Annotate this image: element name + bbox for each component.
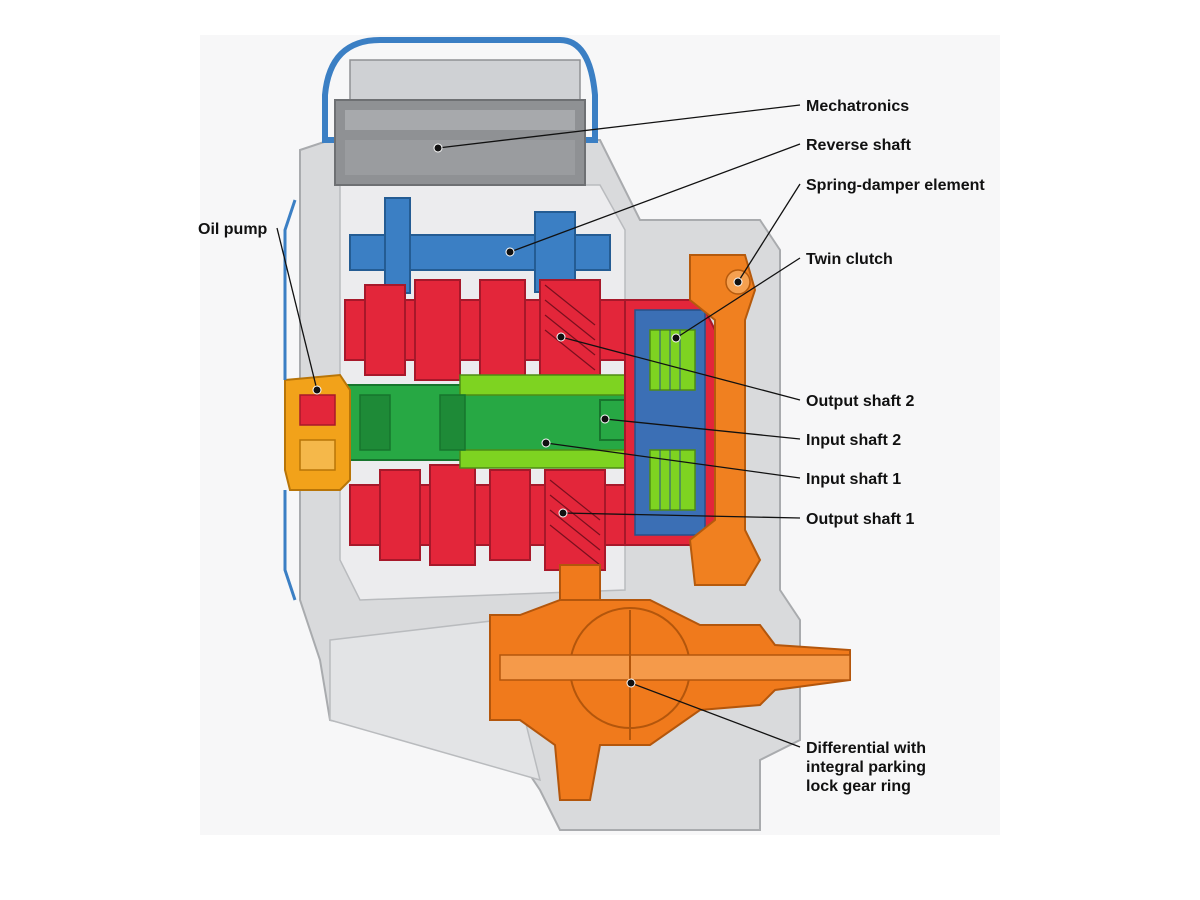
oil-pump [283, 199, 351, 601]
output-shaft-1 [349, 464, 636, 571]
leader-oil-pump [276, 227, 318, 391]
output-shaft-2 [344, 279, 626, 381]
dot-output-shaft-2 [556, 332, 566, 342]
dot-spring-damper [733, 277, 743, 287]
callout-labels: Mechatronics Reverse shaft Spring-damper… [198, 98, 985, 795]
label-oil-pump: Oil pump [198, 221, 268, 238]
differential [489, 564, 851, 801]
leader-lines [276, 104, 801, 748]
label-reverse-shaft: Reverse shaft [806, 137, 912, 154]
dot-input-shaft-1 [541, 438, 551, 448]
leader-differential [630, 682, 801, 748]
label-spring-damper: Spring-damper element [806, 177, 985, 194]
reverse-shaft [349, 197, 611, 294]
mechatronics-unit [322, 37, 598, 186]
label-mechatronics: Mechatronics [806, 98, 909, 115]
label-input-shaft-2: Input shaft 2 [806, 432, 901, 449]
dot-differential [626, 678, 636, 688]
mechatronics-valve-body [349, 59, 581, 106]
label-differential-line-2: integral parking [806, 759, 926, 776]
mechatronics-cover [322, 37, 598, 143]
leader-reverse-shaft [509, 143, 801, 253]
dot-oil-pump [312, 385, 322, 395]
dot-twin-clutch [671, 333, 681, 343]
label-twin-clutch: Twin clutch [806, 251, 893, 268]
label-input-shaft-1: Input shaft 1 [806, 471, 901, 488]
leader-output-shaft-2 [560, 336, 801, 401]
label-differential-line-3: lock gear ring [806, 778, 911, 795]
label-differential-line-1: Differential with [806, 740, 926, 757]
dot-input-shaft-2 [600, 414, 610, 424]
dot-mechatronics [433, 143, 443, 153]
dot-reverse-shaft [505, 247, 515, 257]
leader-dots [312, 143, 743, 688]
leader-spring-damper [737, 183, 801, 283]
leader-input-shaft-2 [604, 418, 801, 440]
dot-output-shaft-1 [558, 508, 568, 518]
leader-twin-clutch [675, 257, 801, 339]
leader-input-shaft-1 [545, 442, 801, 479]
leader-mechatronics [437, 104, 801, 149]
label-output-shaft-1: Output shaft 1 [806, 511, 915, 528]
label-output-shaft-2: Output shaft 2 [806, 393, 915, 410]
twin-clutch [624, 299, 721, 546]
housing-lower [329, 619, 542, 782]
leader-output-shaft-1 [562, 512, 801, 519]
